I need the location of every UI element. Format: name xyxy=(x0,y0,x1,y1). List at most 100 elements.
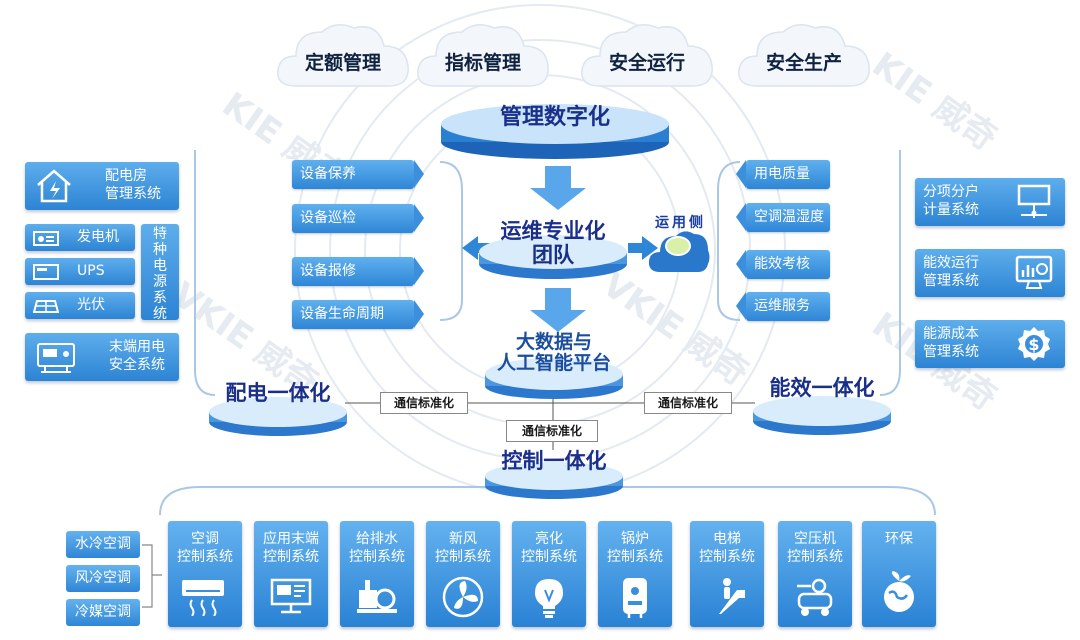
system-label: 应用末端 控制系统 xyxy=(254,530,328,566)
disc-shape xyxy=(209,397,347,436)
disc-efficiency: 能效一体化 xyxy=(752,373,892,437)
system-label: 环保 xyxy=(862,530,936,548)
bottom-system-elevator: 电梯 控制系统 xyxy=(690,521,764,627)
ac-type-refrigerant: 冷媒空调 xyxy=(66,599,140,626)
comm-standard-label: 通信标准化 xyxy=(644,392,732,414)
cloud-icon xyxy=(648,231,710,272)
disc-shape xyxy=(485,358,623,399)
gear-dollar-icon: $ xyxy=(1018,327,1050,361)
system-pv: 光伏 xyxy=(25,292,135,319)
disc-label-line: 人工智能平台 xyxy=(496,352,611,375)
system-label: 锅炉 控制系统 xyxy=(598,530,672,566)
system-label-line: 控制系统 xyxy=(435,549,491,566)
system-power-room: 配电房 管理系统 xyxy=(25,162,179,210)
electrical-panel-icon xyxy=(37,343,75,373)
cloud-safe-operation: 安全运行 xyxy=(578,20,716,92)
disc-ops-team: 运维专业化 团队 xyxy=(478,218,628,280)
system-label-line: 控制系统 xyxy=(349,549,405,566)
system-label: 能源成本 管理系统 xyxy=(923,325,979,361)
tag-equipment-inspection: 设备巡检 xyxy=(292,204,424,233)
bottom-system-fresh-air: 新风 控制系统 xyxy=(426,521,500,627)
cloud-safe-production: 安全生产 xyxy=(735,20,873,92)
disc-management-digital: 管理数字化 xyxy=(440,100,670,160)
boiler-icon xyxy=(623,578,647,618)
cloud-label: 指标管理 xyxy=(444,52,521,74)
system-special-power: 特种电源系统 xyxy=(141,224,179,322)
bottom-system-water: 给排水 控制系统 xyxy=(340,521,414,627)
cloud-label: 安全运行 xyxy=(608,52,685,74)
system-label-line: 空调 xyxy=(191,531,219,547)
disc-label: 运维专业化 团队 xyxy=(478,219,628,267)
air-compressor-icon xyxy=(797,578,833,616)
bottom-system-ac: 空调 控制系统 xyxy=(168,521,242,627)
system-label: 分项分户 计量系统 xyxy=(923,183,979,219)
system-ups: UPS xyxy=(25,258,135,285)
ups-icon xyxy=(33,264,59,280)
solar-panel-icon xyxy=(33,300,59,313)
disc-shape xyxy=(485,462,623,499)
system-label: 末端用电 安全系统 xyxy=(109,338,165,374)
fan-icon xyxy=(442,576,484,618)
system-label-line: 控制系统 xyxy=(177,549,233,566)
system-label-line: 能效运行 xyxy=(923,255,979,271)
system-label: 电梯 控制系统 xyxy=(690,530,764,566)
bottom-system-environmental: 环保 xyxy=(862,521,936,627)
system-label: 发电机 xyxy=(77,229,119,245)
comm-standard-label: 通信标准化 xyxy=(380,392,468,414)
system-label-line: 分项分户 xyxy=(923,184,979,200)
arrow-down-icon xyxy=(530,166,586,210)
arrow-down-icon xyxy=(530,288,586,332)
water-pump-icon xyxy=(357,580,397,613)
system-label-line: 管理系统 xyxy=(105,186,161,203)
air-conditioner-icon xyxy=(182,580,224,616)
disc-label: 大数据与 人工智能平台 xyxy=(484,331,624,375)
system-label-line: 空压机 xyxy=(794,531,836,547)
dashboard-chart-icon xyxy=(1015,255,1053,289)
system-label-line: 控制系统 xyxy=(521,549,577,566)
monitor-icon xyxy=(270,578,312,614)
disc-label: 能效一体化 xyxy=(769,376,875,400)
comm-standard-label: 通信标准化 xyxy=(506,420,598,442)
system-label-line: 亮化 xyxy=(535,531,563,547)
system-label-line: 锅炉 xyxy=(621,531,649,547)
system-label: 配电房 管理系统 xyxy=(105,167,161,203)
system-label-line: 末端用电 xyxy=(109,339,165,355)
system-label-line: 控制系统 xyxy=(607,549,663,566)
tag-power-quality: 用电质量 xyxy=(736,160,830,189)
system-label-line: 能源成本 xyxy=(923,326,979,342)
system-label-line: 新风 xyxy=(449,531,477,547)
disc-label: 管理数字化 xyxy=(499,105,610,130)
disc-label: 控制一体化 xyxy=(501,449,607,473)
system-label: 光伏 xyxy=(77,297,105,313)
bottom-system-boiler: 锅炉 控制系统 xyxy=(598,521,672,627)
disc-distribution: 配电一体化 xyxy=(208,378,348,438)
generator-icon xyxy=(33,231,59,246)
ac-type-water-cooled: 水冷空调 xyxy=(66,531,140,558)
ac-type-air-cooled: 风冷空调 xyxy=(66,565,140,592)
system-label-line: 应用末端 xyxy=(263,531,319,547)
disc-ai-platform: 大数据与 人工智能平台 xyxy=(484,330,624,400)
svg-text:$: $ xyxy=(1028,335,1039,354)
bracket-line xyxy=(142,544,162,608)
bottom-system-air-compressor: 空压机 控制系统 xyxy=(778,521,852,627)
system-label-line: 控制系统 xyxy=(787,549,843,566)
tag-ac-temp-humidity: 空调温湿度 xyxy=(736,203,830,232)
system-label: 能效运行 管理系统 xyxy=(923,254,979,290)
disc-label-line: 大数据与 xyxy=(515,331,592,353)
cloud-indicator-management: 指标管理 xyxy=(414,20,552,92)
disc-label-line: 运维专业化 xyxy=(500,219,606,243)
system-metering: 分项分户 计量系统 xyxy=(915,178,1065,226)
system-label-line: 控制系统 xyxy=(699,549,755,566)
system-label: 亮化 控制系统 xyxy=(512,530,586,566)
system-label: 给排水 控制系统 xyxy=(340,530,414,566)
disc-control: 控制一体化 xyxy=(484,442,624,500)
system-energy-cost: 能源成本 管理系统 $ xyxy=(915,320,1065,368)
system-label: 特种电源系统 xyxy=(153,226,167,322)
system-efficiency-operation: 能效运行 管理系统 xyxy=(915,249,1065,297)
bottom-system-terminal: 应用末端 控制系统 xyxy=(254,521,328,627)
cloud-icon xyxy=(277,24,409,87)
tag-ops-service: 运维服务 xyxy=(736,292,830,321)
system-generator: 发电机 xyxy=(25,224,135,251)
tag-equipment-repair: 设备报修 xyxy=(292,257,424,286)
